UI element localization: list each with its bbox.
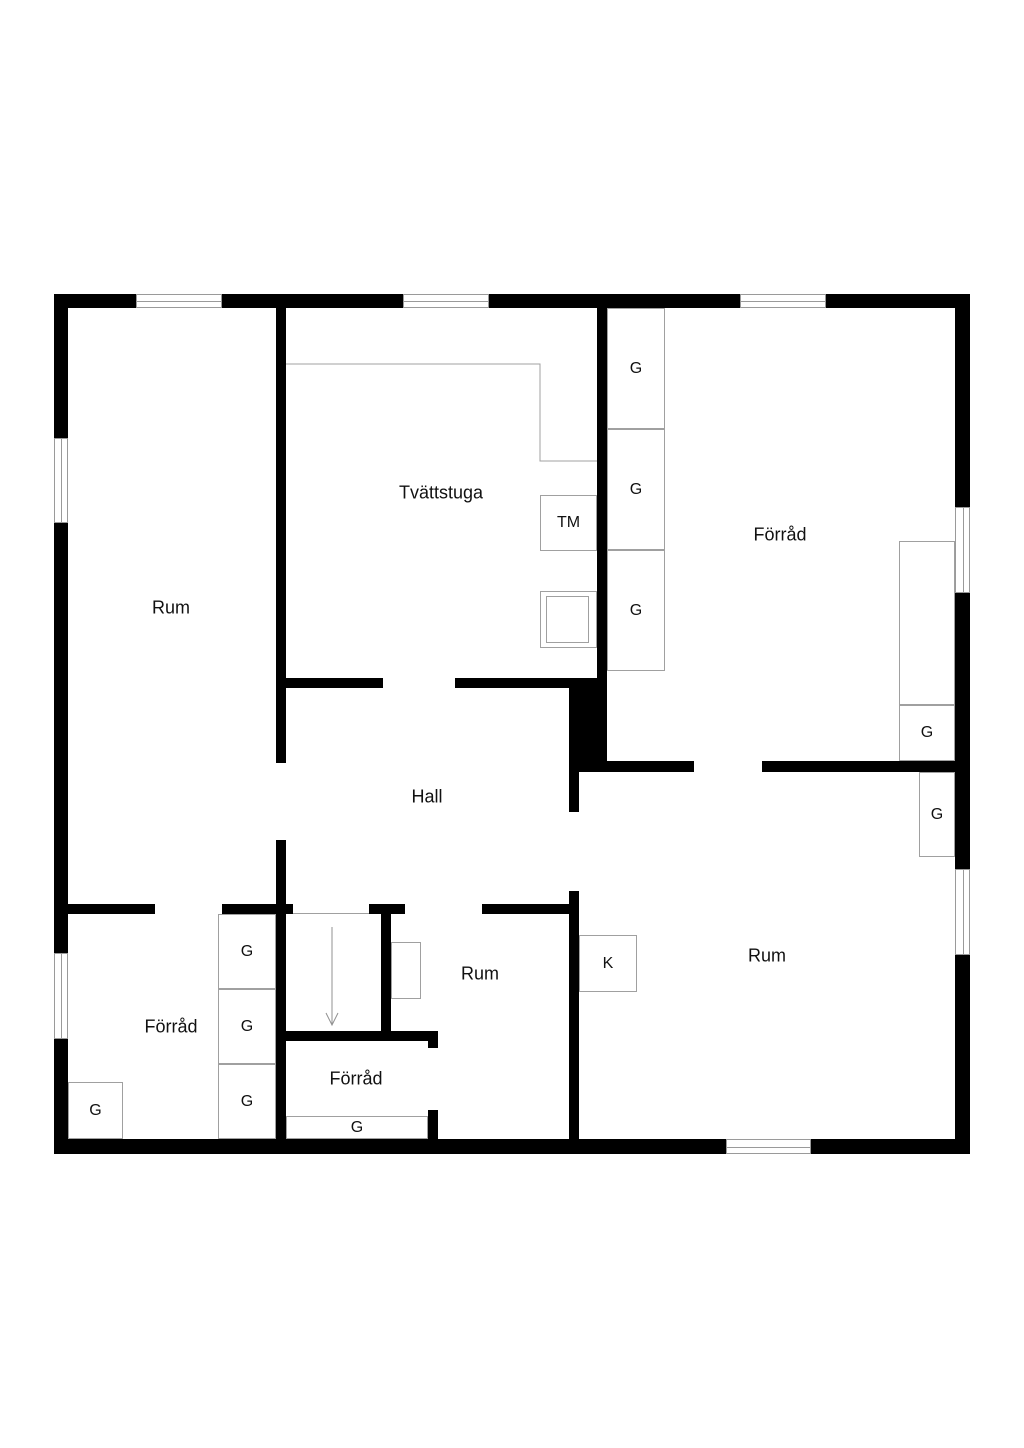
wall-segment [489, 294, 740, 308]
wall-segment [54, 523, 68, 953]
wall-segment [826, 294, 970, 308]
wall-segment [276, 840, 286, 1139]
wall-segment [222, 294, 403, 308]
room-label-rum-bottom-right: Rum [747, 945, 787, 966]
stair-top-line [293, 913, 369, 914]
fixture-g1: G [607, 308, 665, 429]
room-label-tvattstuga: Tvättstuga [398, 482, 484, 503]
fixture-sink [540, 591, 597, 648]
wall-segment [569, 772, 579, 812]
wall-segment [955, 294, 970, 507]
fixture-tm: TM [540, 495, 597, 551]
fixture-g6: G [218, 914, 276, 989]
room-label-forrad-bottom-middle: Förråd [329, 1068, 383, 1089]
window [403, 294, 489, 308]
wall-segment [762, 761, 955, 772]
fixture-g9: G [68, 1082, 123, 1139]
wall-segment [381, 904, 391, 1032]
fixture-fireplace [391, 942, 421, 999]
fixture-g10: G [286, 1116, 428, 1139]
fixture-g8: G [218, 1064, 276, 1139]
wall-segment [597, 308, 607, 678]
wall-segment [68, 904, 155, 914]
wall-segment [569, 891, 579, 1139]
wall-segment [54, 1139, 726, 1154]
wall-segment [428, 1031, 438, 1048]
room-label-rum-left: Rum [151, 597, 191, 618]
window [136, 294, 222, 308]
fixture-g4: G [899, 705, 955, 761]
wall-segment [286, 1031, 438, 1041]
wall-segment [222, 904, 293, 914]
wall-segment [607, 761, 694, 772]
fixture-g2: G [607, 429, 665, 550]
wall-segment [955, 593, 970, 869]
wall-segment [569, 678, 607, 772]
window [955, 869, 970, 955]
room-label-forrad-bottom-left: Förråd [144, 1016, 198, 1037]
window [955, 507, 970, 593]
window [54, 953, 68, 1039]
fixture-g3: G [607, 550, 665, 671]
fixture-g5: G [919, 772, 955, 857]
fixture-cabinet-right [899, 541, 955, 705]
stair-arrow-down-icon [325, 927, 339, 1027]
wall-segment [955, 955, 970, 1154]
wall-segment [428, 1110, 438, 1139]
room-label-rum-bottom-middle: Rum [460, 963, 500, 984]
sink-basin [546, 596, 589, 643]
wall-segment [286, 678, 383, 688]
wall-segment [455, 678, 597, 688]
wall-segment [54, 294, 68, 438]
wall-segment [54, 294, 136, 308]
window [54, 438, 68, 523]
fixture-g7: G [218, 989, 276, 1064]
room-label-forrad-top-right: Förråd [753, 524, 807, 545]
wall-segment [811, 1139, 970, 1154]
fixture-k: K [579, 935, 637, 992]
wall-segment [482, 904, 579, 914]
wall-segment [54, 1039, 68, 1154]
wall-segment [276, 308, 286, 763]
window [726, 1139, 811, 1154]
room-label-hall: Hall [411, 786, 443, 807]
window [740, 294, 826, 308]
counter-outline [286, 363, 597, 462]
